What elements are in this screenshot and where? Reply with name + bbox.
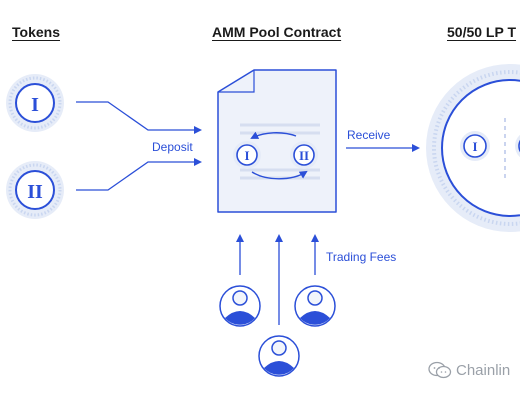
lp-token-coin: I (426, 64, 520, 232)
contract-coin-2-label: II (299, 148, 309, 163)
token-coin-2: II (6, 161, 64, 219)
lp-coin-2 (515, 134, 520, 158)
trading-fees-label: Trading Fees (326, 250, 397, 264)
receive-label: Receive (347, 128, 391, 142)
token-2-label: II (27, 181, 43, 203)
user-avatar-right (294, 285, 336, 327)
swap-arrow-top (250, 131, 297, 139)
lp-coin-1: I (460, 131, 490, 161)
contract-coin-1: I (233, 141, 261, 169)
deposit-arrow-bottom (76, 158, 202, 191)
user-avatar-left (219, 285, 261, 327)
pool-heading: AMM Pool Contract (212, 24, 342, 40)
token-1-label: I (31, 94, 39, 116)
lp-coin-1-label: I (472, 139, 477, 154)
deposit-arrow-top (76, 101, 202, 134)
swap-arrow-bottom (251, 170, 308, 180)
token-coin-1: I (6, 74, 64, 132)
contract-coin-2: II (290, 141, 318, 169)
contract-document: I II (217, 69, 337, 213)
chat-bubbles-icon (428, 361, 452, 379)
contract-coin-1-label: I (244, 148, 249, 163)
lp-heading: 50/50 LP T (447, 24, 517, 40)
deposit-label: Deposit (152, 140, 193, 154)
watermark-text: Chainlin (456, 361, 511, 379)
user-avatar-center (258, 335, 300, 377)
watermark: Chainlin (428, 361, 510, 379)
tokens-heading: Tokens (12, 24, 60, 40)
